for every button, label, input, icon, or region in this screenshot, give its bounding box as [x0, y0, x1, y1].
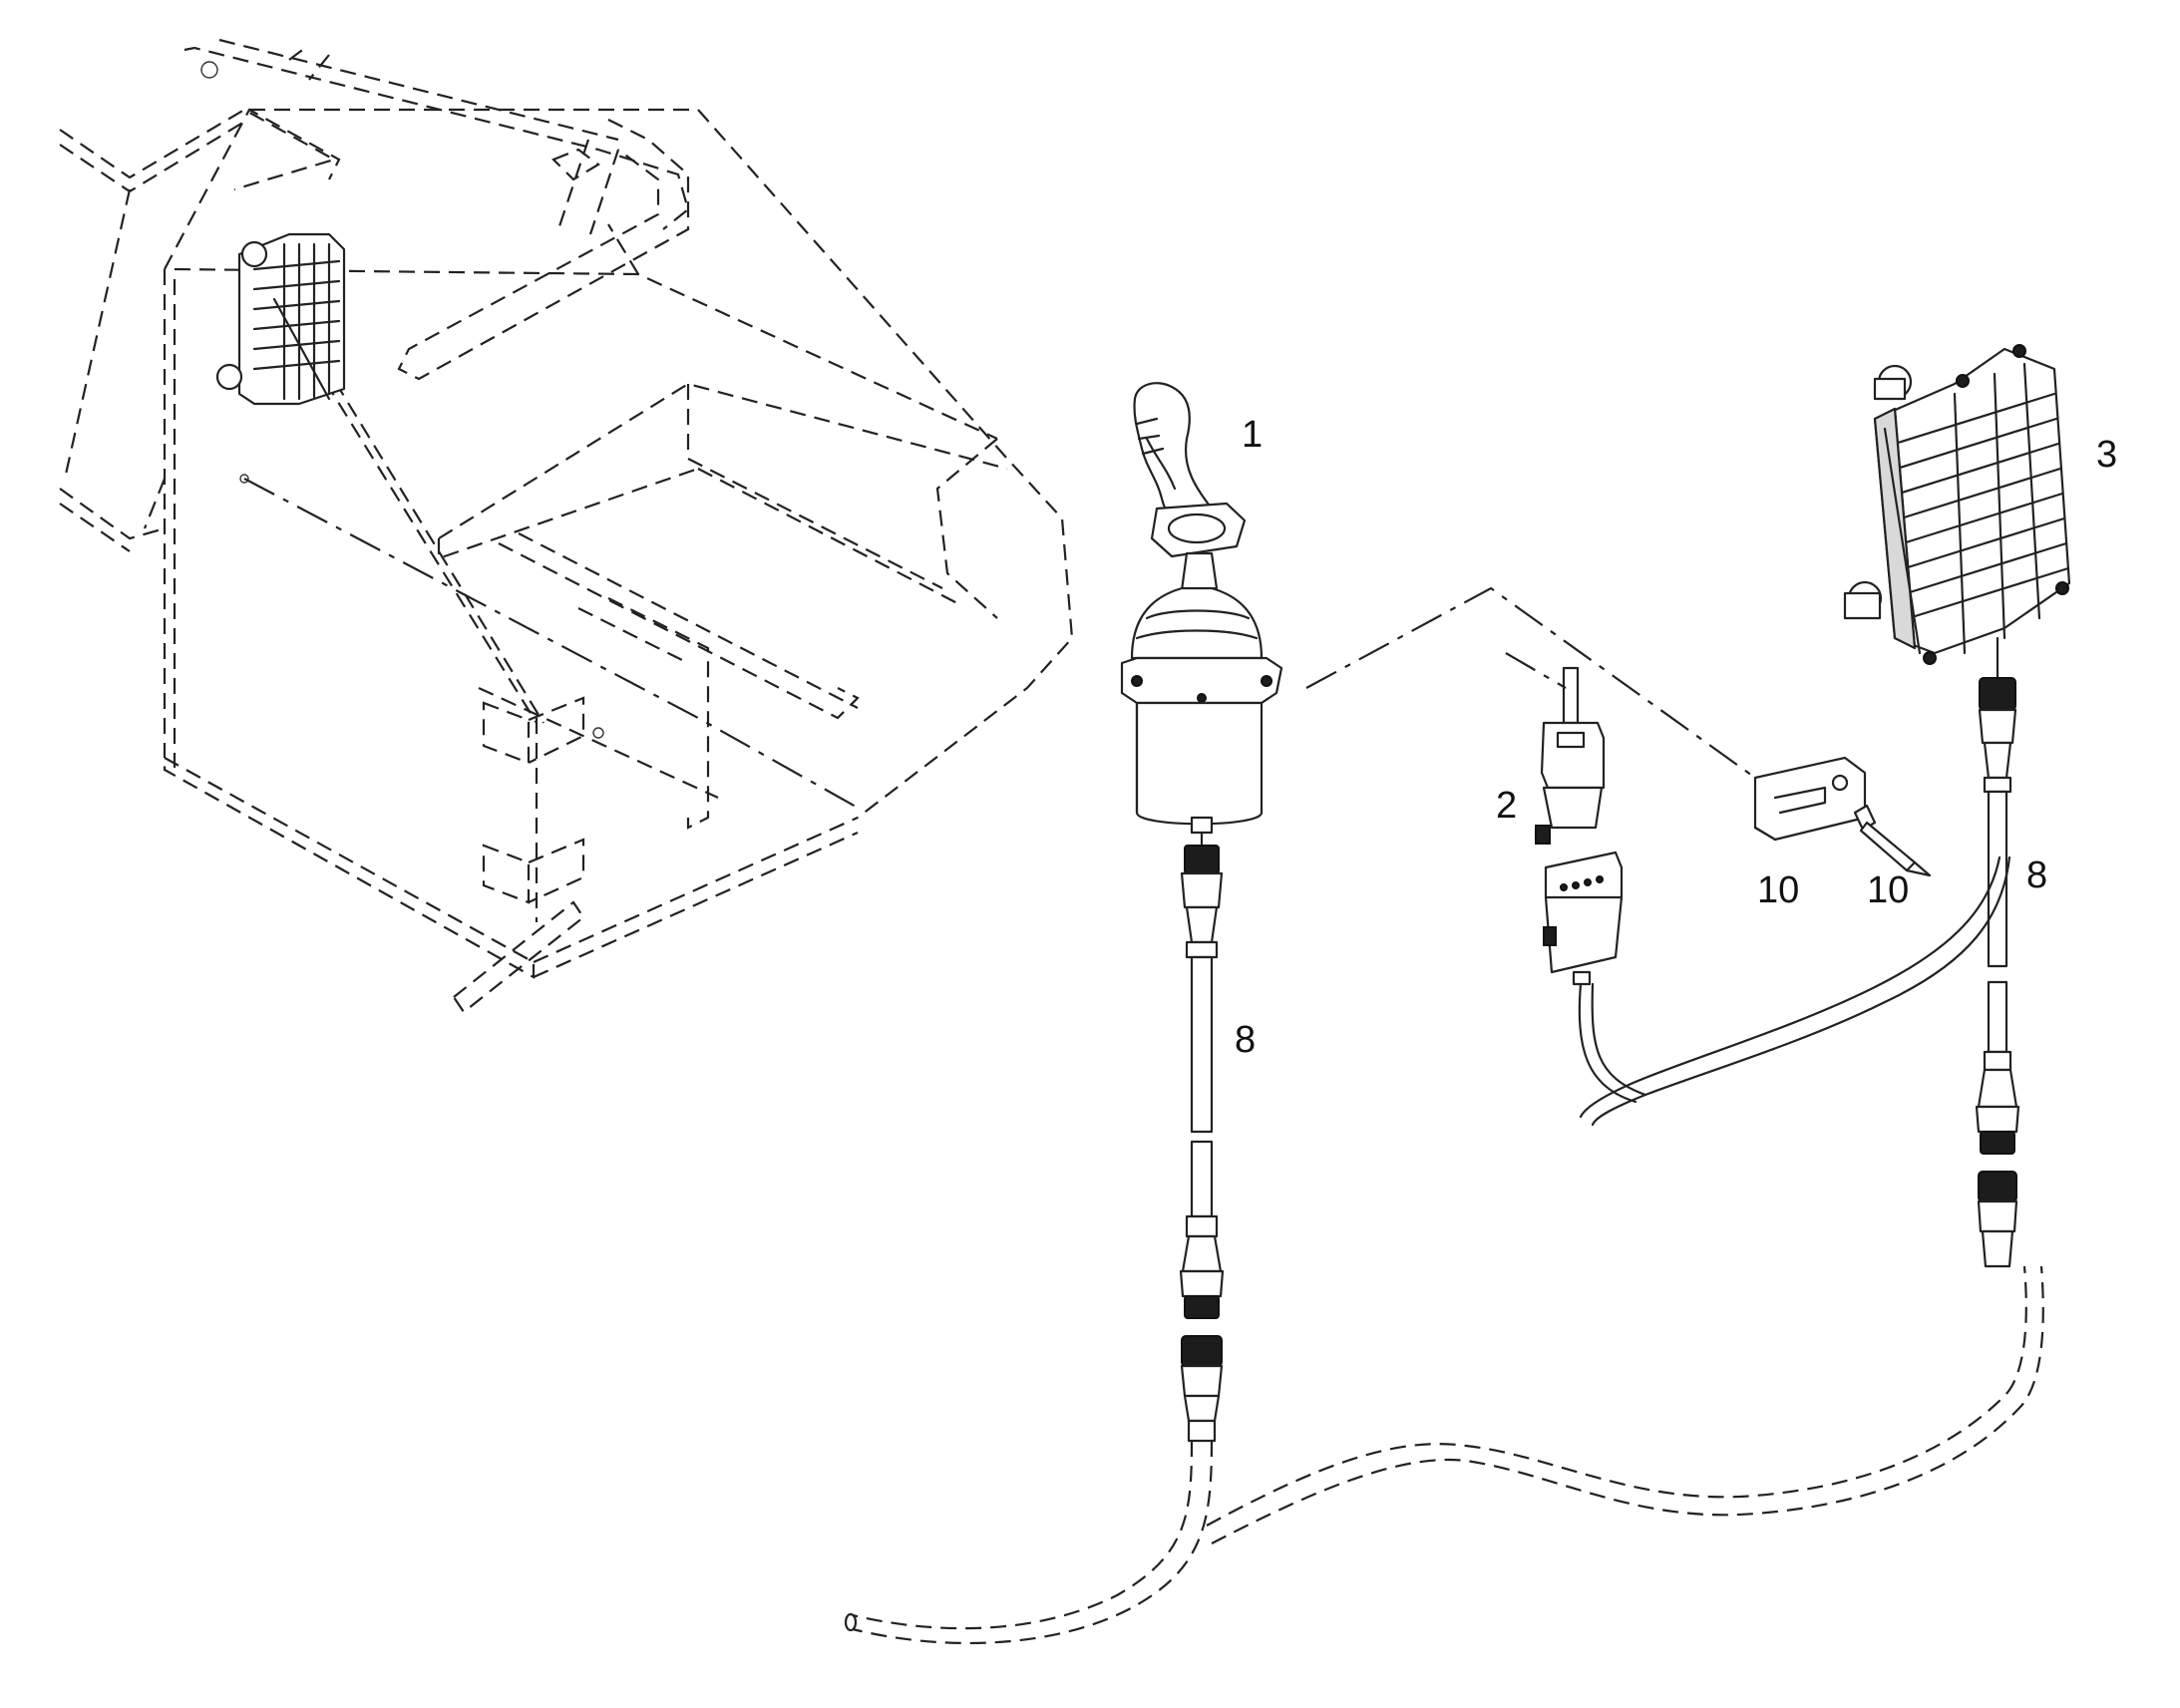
callout-joystick: 1	[1242, 414, 1263, 456]
callout-cable-module: 8	[2026, 854, 2047, 896]
callout-cable-joystick: 8	[1235, 1019, 1256, 1061]
cable-joystick	[844, 845, 2044, 1645]
mounting-bracket	[1753, 756, 1867, 842]
screw	[1853, 804, 1932, 877]
control-module	[1843, 344, 2071, 680]
cabinet-module-small	[215, 232, 346, 406]
cabinet-outline	[59, 38, 1074, 1014]
leader-joystick-bracket	[1305, 586, 1756, 779]
callout-plug-connector: 2	[1496, 785, 1517, 827]
callout-control-module: 3	[2096, 434, 2117, 476]
callout-screw: 10	[1867, 869, 1909, 911]
callout-mounting-bracket: 10	[1757, 869, 1799, 911]
joystick	[1120, 382, 1283, 850]
plug-connector	[1505, 652, 1647, 1104]
cable-module	[1579, 677, 2020, 1268]
